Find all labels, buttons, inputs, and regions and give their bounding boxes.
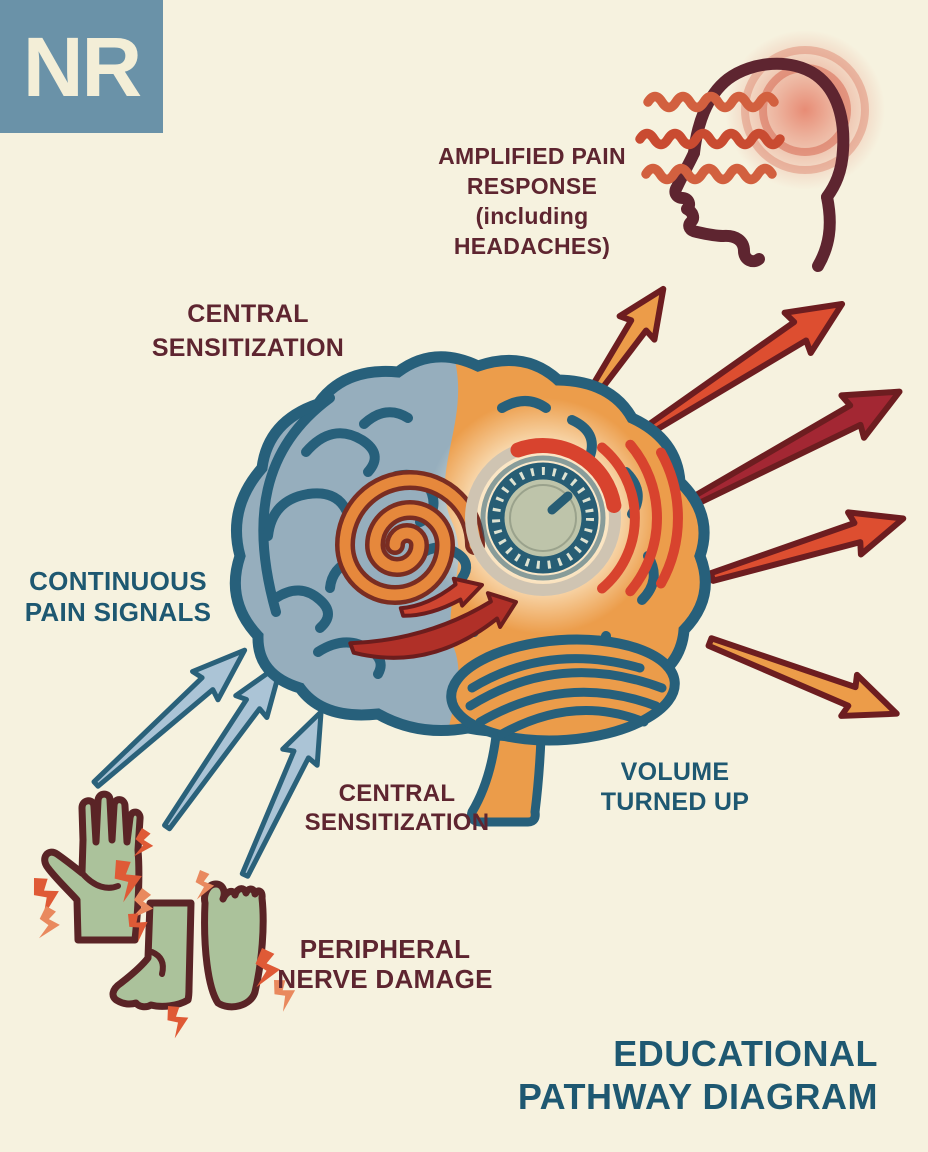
label-line: CONTINUOUS <box>29 566 207 596</box>
label-amplified-pain-response: AMPLIFIED PAIN RESPONSE (including HEADA… <box>438 141 626 261</box>
headache-ring <box>741 46 869 174</box>
amplified-output-arrow <box>706 497 910 598</box>
label-educational-pathway-diagram: EDUCATIONAL PATHWAY DIAGRAM <box>518 1032 878 1118</box>
label-line: VOLUME <box>620 758 730 786</box>
label-line: TURNED UP <box>600 788 750 816</box>
knob-pointer <box>547 491 573 515</box>
label-line: PATHWAY DIAGRAM <box>517 1076 878 1117</box>
label-volume-turned-up: VOLUME TURNED UP <box>601 757 750 817</box>
label-line: AMPLIFIED PAIN <box>438 143 626 169</box>
nr-logo-text: NR <box>22 19 142 114</box>
label-continuous-pain-signals: CONTINUOUS PAIN SIGNALS <box>25 566 212 628</box>
wind-up-arrow <box>398 576 484 618</box>
label-line: EDUCATIONAL <box>613 1033 878 1074</box>
wind-up-arrows <box>348 576 518 660</box>
label-line: PAIN SIGNALS <box>24 597 212 627</box>
label-line: SENSITIZATION <box>151 334 345 362</box>
pain-signal-arrow <box>83 636 257 798</box>
cerebellum <box>446 634 680 746</box>
gauge-red-arc <box>510 438 622 513</box>
ankle-crease <box>149 949 166 977</box>
wind-up-spiral-icon <box>334 470 485 605</box>
label-line: CENTRAL <box>338 780 456 807</box>
label-line: SENSITIZATION <box>304 809 490 836</box>
head-profile-icon <box>635 30 885 272</box>
foot-sole-icon <box>201 880 267 1011</box>
label-central-sensitization-bottom: CENTRAL SENSITIZATION <box>305 779 490 837</box>
label-line: (including <box>475 203 589 229</box>
label-line: RESPONSE <box>466 173 598 199</box>
peripheral-limbs <box>30 790 300 1040</box>
label-line: HEADACHES) <box>453 233 611 259</box>
lightning-bolt-icon <box>165 1002 192 1040</box>
label-line: CENTRAL <box>187 300 309 328</box>
wind-up-arrow <box>348 591 518 660</box>
label-central-sensitization-top: CENTRAL SENSITIZATION <box>152 297 344 365</box>
knob-housing <box>480 455 606 581</box>
spiral <box>339 474 481 601</box>
palm-crease <box>79 870 121 891</box>
knob-ticks <box>492 467 594 569</box>
brainstem <box>467 731 546 827</box>
label-peripheral-nerve-damage: PERIPHERAL NERVE DAMAGE <box>277 934 493 994</box>
label-line: NERVE DAMAGE <box>277 964 493 994</box>
nr-logo: NR <box>0 0 163 133</box>
volume-knob-icon <box>465 438 683 597</box>
amplified-output-arrow <box>702 621 904 734</box>
headache-waves-icon <box>635 91 785 185</box>
lightning-bolt-icon <box>35 905 64 943</box>
sound-waves-icon <box>597 439 683 597</box>
hand-icon <box>41 790 144 944</box>
label-line: PERIPHERAL <box>299 934 471 964</box>
